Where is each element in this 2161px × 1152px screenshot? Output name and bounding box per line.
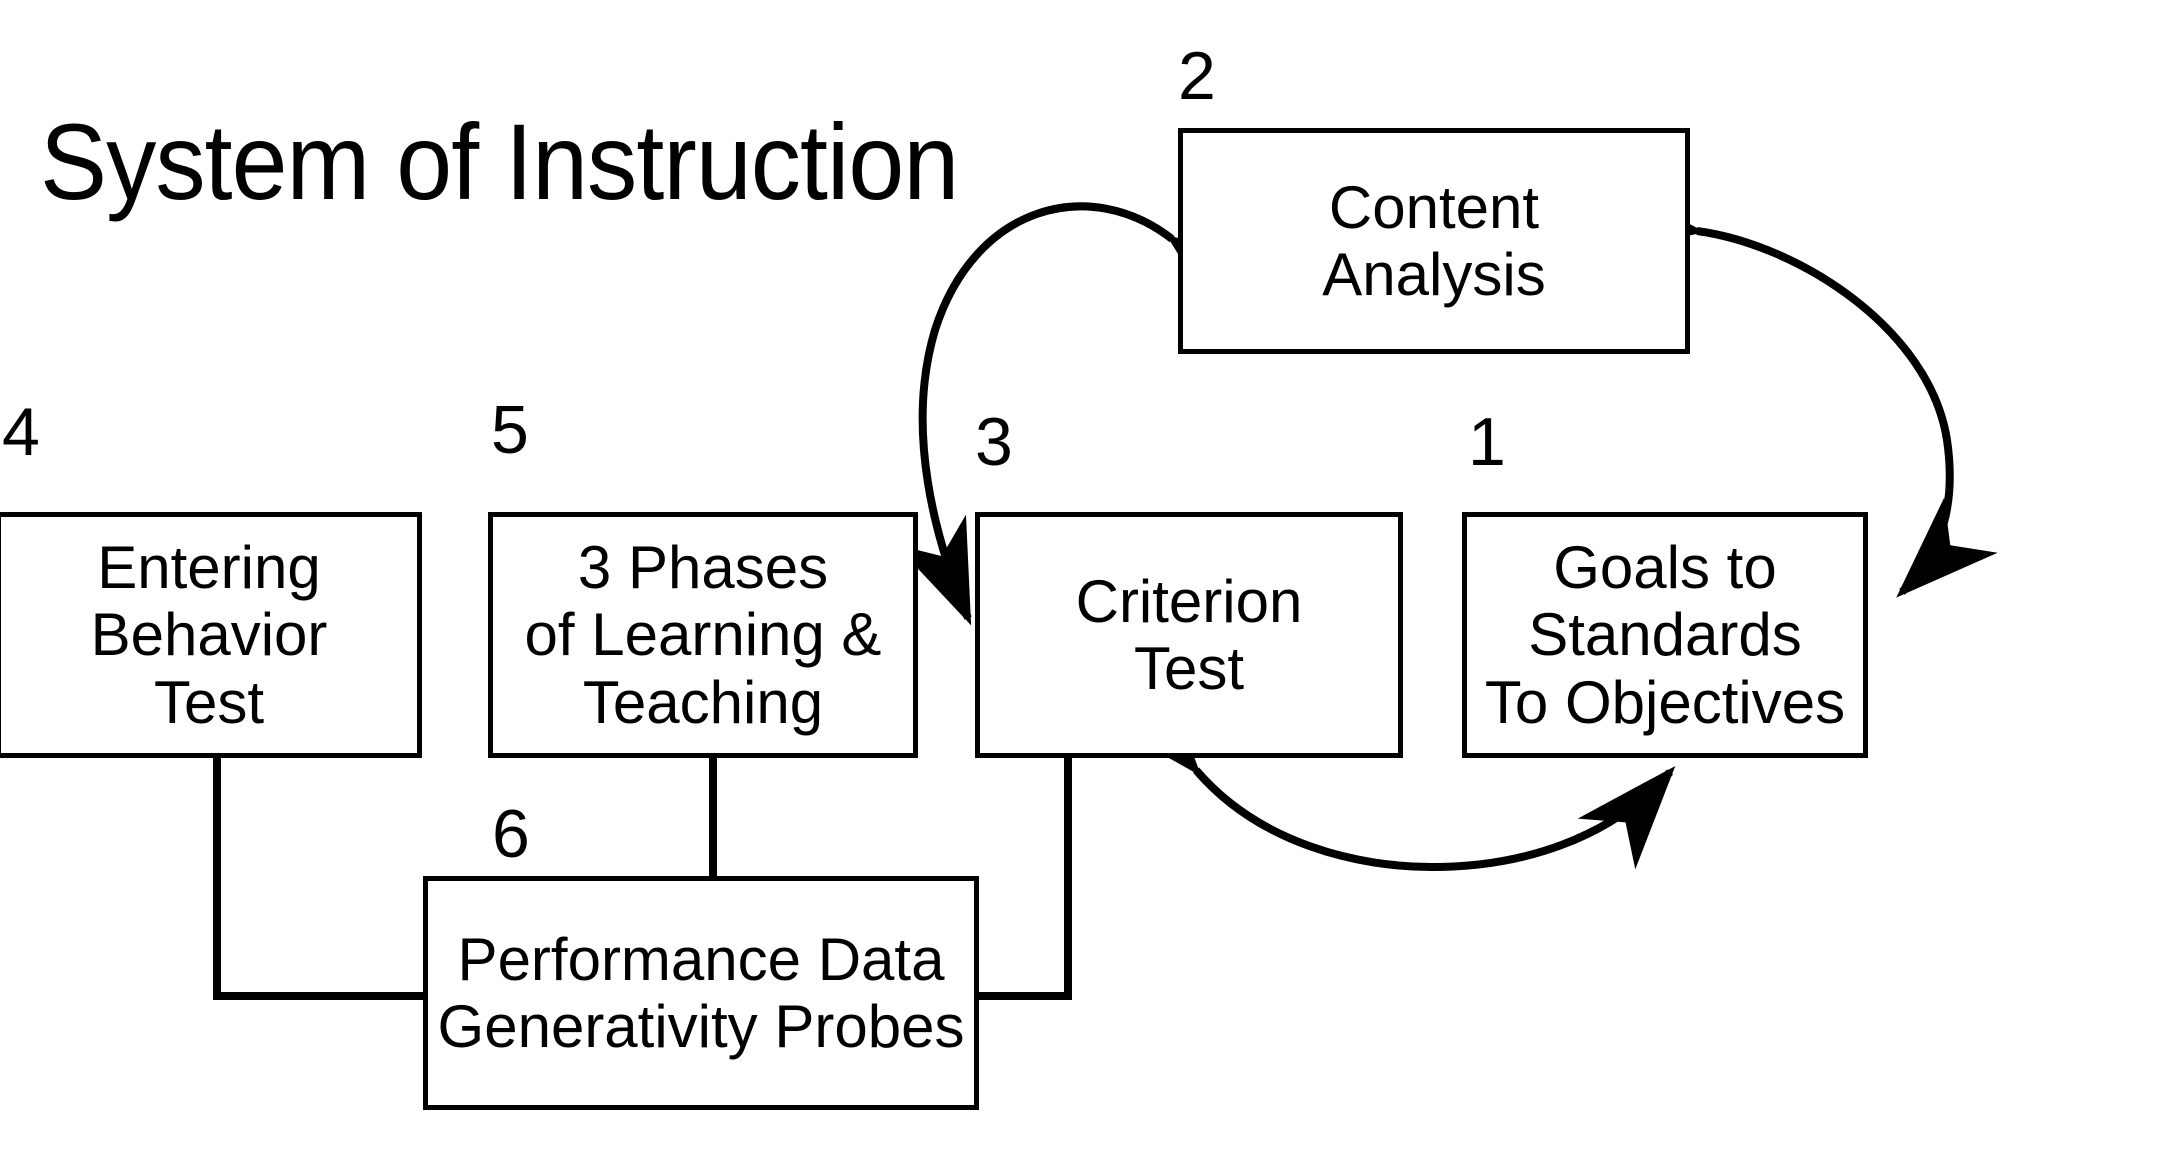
- node-content-analysis-line-2: Analysis: [1322, 241, 1546, 308]
- node-phases-of-learning[interactable]: 3 Phases of Learning & Teaching: [488, 512, 918, 758]
- node-criterion-test[interactable]: Criterion Test: [975, 512, 1403, 758]
- edge-criterion-performance: [976, 758, 1072, 1000]
- node-phases-of-learning-line-3: Teaching: [582, 668, 824, 736]
- node-content-analysis-line-1: Content: [1328, 173, 1540, 241]
- node-tag-goals: 1: [1468, 404, 1506, 480]
- node-tag-performance: 6: [492, 796, 530, 872]
- node-goals[interactable]: Goals to Standards To Objectives: [1462, 512, 1868, 758]
- node-goals-line-1: Goals to: [1553, 534, 1777, 602]
- node-tag-criterion: 3: [975, 404, 1013, 480]
- node-performance-data-line-2: Generativity Probes: [437, 993, 965, 1060]
- node-entering-behavior-test-line-1: Entering: [97, 534, 321, 602]
- edge-criterion-goals: [1104, 672, 1676, 872]
- node-performance-data-line-1: Performance Data: [457, 925, 945, 993]
- node-entering-behavior-test-line-3: Test: [153, 668, 265, 736]
- node-phases-of-learning-line-2: of Learning &: [524, 601, 882, 669]
- node-goals-line-3: To Objectives: [1484, 668, 1846, 736]
- node-performance-data[interactable]: Performance Data Generativity Probes: [423, 876, 979, 1110]
- edge-entering-performance: [213, 758, 426, 1000]
- node-tag-entering: 4: [2, 394, 40, 470]
- node-goals-line-2: Standards: [1528, 601, 1802, 669]
- node-tag-content-analysis: 2: [1178, 38, 1216, 114]
- page-title: System of Instruction: [40, 101, 959, 222]
- node-criterion-test-line-1: Criterion: [1075, 567, 1303, 635]
- node-tag-phases: 5: [491, 392, 529, 468]
- node-content-analysis[interactable]: Content Analysis: [1178, 128, 1690, 354]
- node-criterion-test-line-2: Test: [1133, 635, 1245, 702]
- node-entering-behavior-test-line-2: Behavior: [90, 601, 328, 669]
- node-entering-behavior-test[interactable]: Entering Behavior Test: [0, 512, 422, 758]
- node-phases-of-learning-line-1: 3 Phases: [577, 534, 829, 602]
